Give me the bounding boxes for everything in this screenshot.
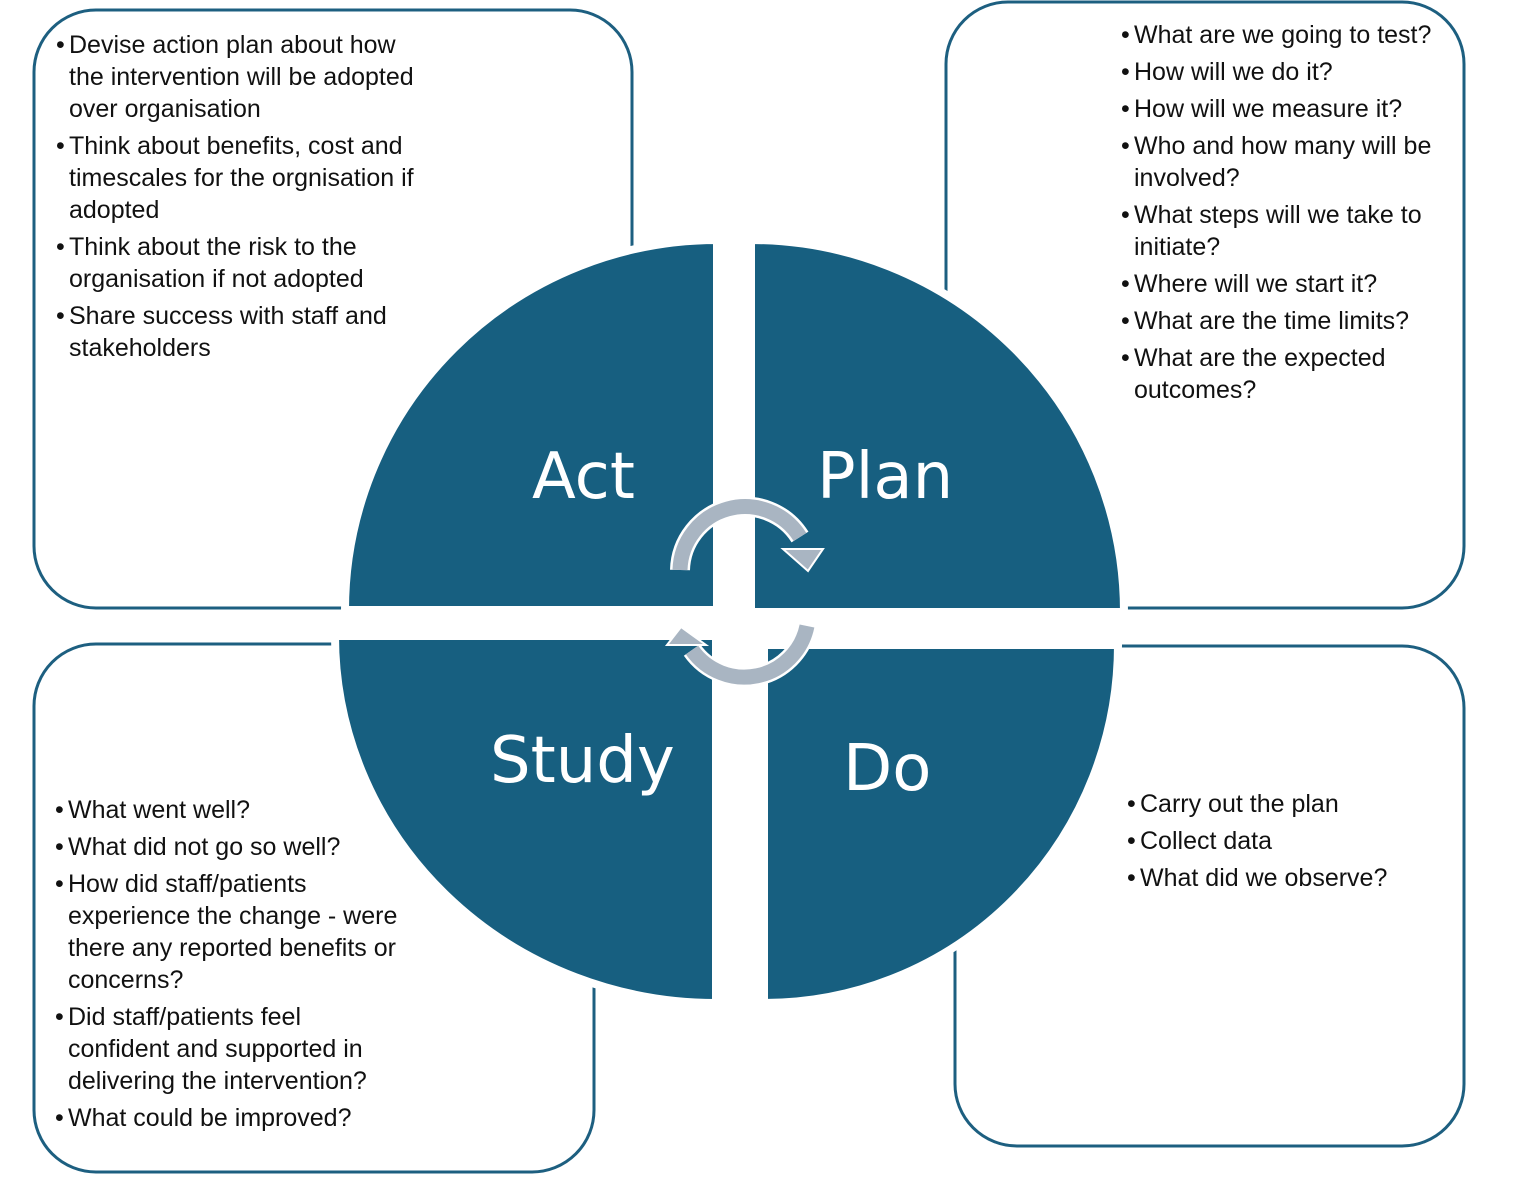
act-quadrant	[340, 235, 721, 614]
list-item: Think about the risk to the organisation…	[56, 231, 416, 295]
list-item: Carry out the plan	[1127, 788, 1447, 820]
plan-quadrant	[747, 235, 1129, 616]
do-list: Carry out the plan Collect data What did…	[1127, 788, 1447, 899]
study-list: What went well? What did not go so well?…	[55, 794, 405, 1139]
list-item: Who and how many will be involved?	[1121, 130, 1441, 194]
list-item: How did staff/patients experience the ch…	[55, 868, 405, 996]
list-item: Did staff/patients feel confident and su…	[55, 1001, 405, 1097]
list-item: Collect data	[1127, 825, 1447, 857]
list-item: How will we do it?	[1121, 56, 1441, 88]
list-item: Devise action plan about how the interve…	[56, 29, 416, 125]
list-item: What did we observe?	[1127, 862, 1447, 894]
list-item: Think about benefits, cost and timescale…	[56, 130, 416, 226]
study-label: Study	[490, 724, 675, 798]
do-label: Do	[843, 732, 932, 806]
list-item: What steps will we take to initiate?	[1121, 199, 1441, 263]
list-item: What went well?	[55, 794, 405, 826]
list-item: Share success with staff and stakeholder…	[56, 300, 416, 364]
list-item: What did not go so well?	[55, 831, 405, 863]
list-item: How will we measure it?	[1121, 93, 1441, 125]
list-item: What are we going to test?	[1121, 19, 1441, 51]
list-item: What are the time limits?	[1121, 305, 1441, 337]
list-item: What are the expected outcomes?	[1121, 342, 1441, 406]
cycle-arrow-top-icon	[670, 496, 825, 573]
do-quadrant	[760, 641, 1123, 1008]
plan-label: Plan	[817, 440, 954, 514]
list-item: Where will we start it?	[1121, 268, 1441, 300]
plan-list: What are we going to test? How will we d…	[1121, 19, 1441, 411]
study-quadrant	[330, 632, 720, 1008]
cycle-arrow-bottom-icon	[664, 623, 817, 688]
act-list: Devise action plan about how the interve…	[56, 29, 416, 369]
act-label: Act	[532, 440, 635, 514]
list-item: What could be improved?	[55, 1102, 405, 1134]
